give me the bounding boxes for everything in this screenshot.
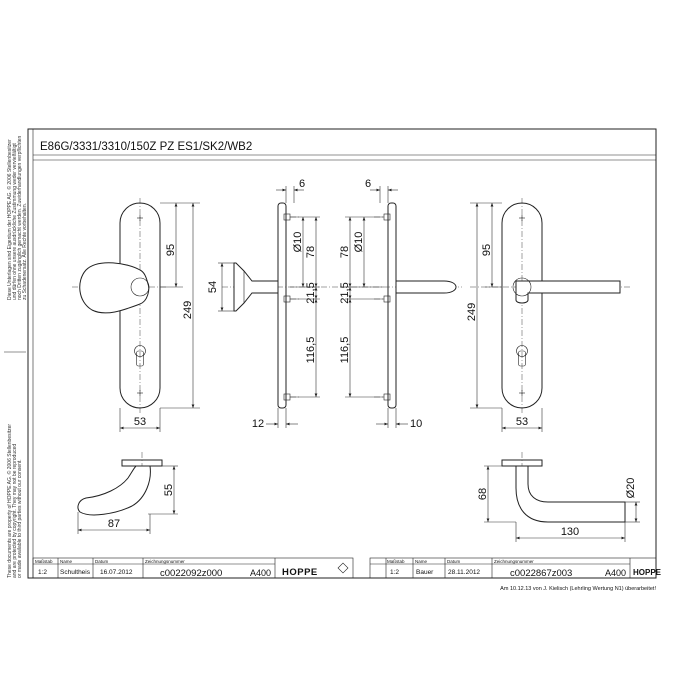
side-right-dim10-label: 10 [410, 418, 422, 430]
tb-left-h-scale: Maßstab [35, 559, 53, 564]
side-plate-right [387, 202, 397, 409]
knob-top-shape [77, 465, 151, 516]
tb-right-name: Bauer [416, 569, 434, 576]
tb-right-h-scale: Maßstab [387, 559, 405, 564]
tb-right-number: c0022867z003 [510, 568, 572, 579]
knob-top-dim55-label: 55 [163, 484, 175, 496]
right-cylinder-hole [516, 345, 528, 367]
tb-left-scale: 1:2 [38, 569, 47, 576]
side-note-right-1: These documents are property of HOPPE AG… [6, 424, 13, 578]
tb-left-h-name: Name [60, 559, 73, 564]
side-right-dim-d10-label: Ø10 [353, 232, 365, 253]
tb-right-date: 28.11.2012 [448, 569, 480, 576]
tb-left-number: c0022092z000 [160, 568, 222, 579]
titleblock-right: Maßstab Name Datum Zeichnungsnummer 1:2 … [369, 557, 662, 579]
tb-right-h-name: Name [415, 559, 428, 564]
titleblock-left: Maßstab Name Datum Zeichnungsnummer 1:2 … [32, 557, 354, 579]
tb-left-h-number: Zeichnungsnummer [145, 559, 185, 564]
side-note-right-3: or made available to third parties witho… [17, 459, 23, 578]
right-dim95-label: 95 [481, 244, 493, 256]
knob-shape [79, 262, 150, 314]
side-left-dim12-label: 12 [252, 418, 264, 430]
right-screw-bottom [519, 390, 525, 396]
left-screw-top [137, 215, 143, 221]
left-dim249-label: 249 [182, 301, 194, 319]
left-dim95-label: 95 [165, 244, 177, 256]
tb-left-date: 16.07.2012 [100, 569, 133, 576]
lever-top-dim68-label: 68 [477, 488, 489, 500]
side-right-dim116-label: 116,5 [339, 337, 351, 364]
left-dim53-label: 53 [134, 416, 146, 428]
lever-handle [515, 280, 621, 304]
side-note-right-2: and are protected by copyright. They may… [12, 444, 18, 578]
tb-right-h-date: Datum [447, 559, 461, 564]
knob-profile [233, 262, 279, 312]
side-note-left-4: zu Schadenersatz. Alle Rechte vorbehalte… [22, 203, 28, 300]
right-screw-top [519, 215, 525, 221]
side-left-dim116-label: 116,5 [305, 337, 317, 364]
right-dim249-label: 249 [466, 303, 478, 321]
side-left-dim6-label: 6 [299, 178, 305, 190]
knob-top-view: 55 87 [77, 452, 178, 534]
lever-top-shape [515, 465, 626, 523]
left-front-view: 95 249 53 [72, 198, 200, 432]
side-plate-left [277, 202, 287, 409]
left-cylinder-hole [134, 345, 146, 367]
left-screw-bottom [137, 390, 143, 396]
side-view-knob: 54 6 Ø10 78 21,5 116,5 12 [207, 178, 340, 430]
tb-left-brand: HOPPE [282, 567, 318, 578]
side-note-left-3: noch Dritten zugänglich gemacht werden. … [17, 136, 23, 300]
lever-profile [395, 280, 457, 294]
side-note-left-2: und dürfen ohne unsere ausdrückliche Zus… [12, 143, 18, 300]
lever-top-dim130-label: 130 [561, 526, 579, 538]
tb-right-format: A400 [605, 568, 626, 578]
lever-top-dim-d20-label: Ø20 [625, 478, 637, 499]
side-left-dim78-label: 78 [305, 246, 317, 258]
tb-left-name: Schultheis [60, 569, 91, 576]
side-right-dim6-label: 6 [365, 178, 371, 190]
side-legal-notes-left: Diese Unterlagen sind Eigentum der HOPPE… [6, 136, 28, 300]
side-note-left-1: Diese Unterlagen sind Eigentum der HOPPE… [6, 139, 13, 300]
footer-revision-note: Am 10.12.13 von J. Kielisch (Lehrling We… [500, 586, 656, 592]
side-right-dim21-label: 21,5 [339, 282, 351, 303]
side-left-dim54-label: 54 [207, 281, 219, 293]
tb-right-h-number: Zeichnungsnummer [494, 559, 534, 564]
lever-rose [512, 277, 532, 297]
right-front-view: 95 249 53 [466, 198, 630, 432]
side-view-lever: 6 78 Ø10 21,5 116,5 10 [339, 178, 462, 430]
tb-right-scale: 1:2 [390, 569, 399, 576]
knob-top-dim87-label: 87 [108, 518, 120, 530]
side-left-dim-d10-label: Ø10 [292, 232, 304, 253]
side-right-dim78-label: 78 [339, 246, 351, 258]
tb-left-h-date: Datum [95, 559, 109, 564]
side-legal-notes-right: These documents are property of HOPPE AG… [6, 424, 23, 578]
drawing-title: E86G/3331/3310/150Z PZ ES1/SK2/WB2 [40, 141, 252, 153]
knob-rose [130, 277, 150, 297]
tb-left-brand-logo-icon [337, 562, 349, 574]
side-left-dim21-label: 21,5 [305, 282, 317, 303]
lever-top-view: 68 Ø20 130 [477, 452, 640, 542]
right-dim53-label: 53 [516, 416, 528, 428]
tb-left-format: A400 [250, 568, 271, 578]
tb-right-brand: HOPPE [633, 568, 662, 577]
